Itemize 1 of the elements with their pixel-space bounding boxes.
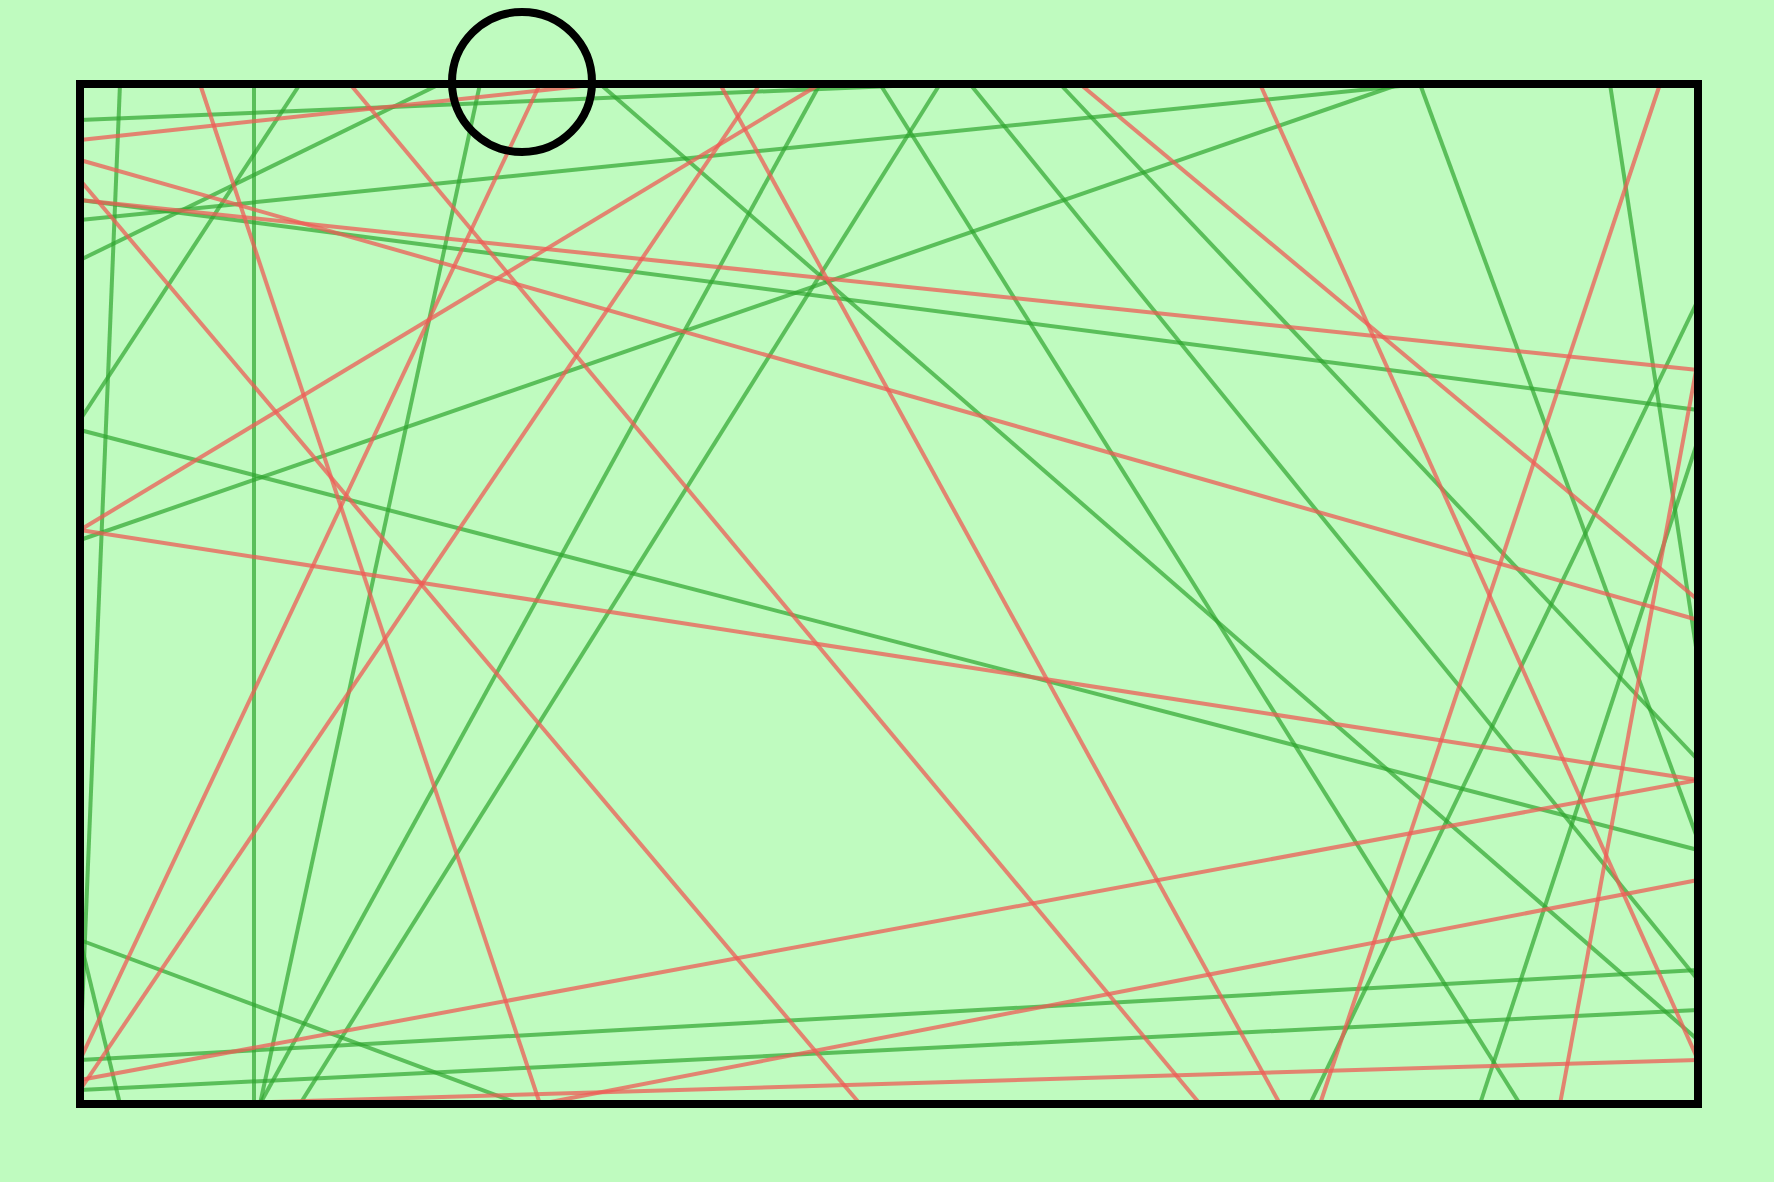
circle-outline [448,8,596,156]
